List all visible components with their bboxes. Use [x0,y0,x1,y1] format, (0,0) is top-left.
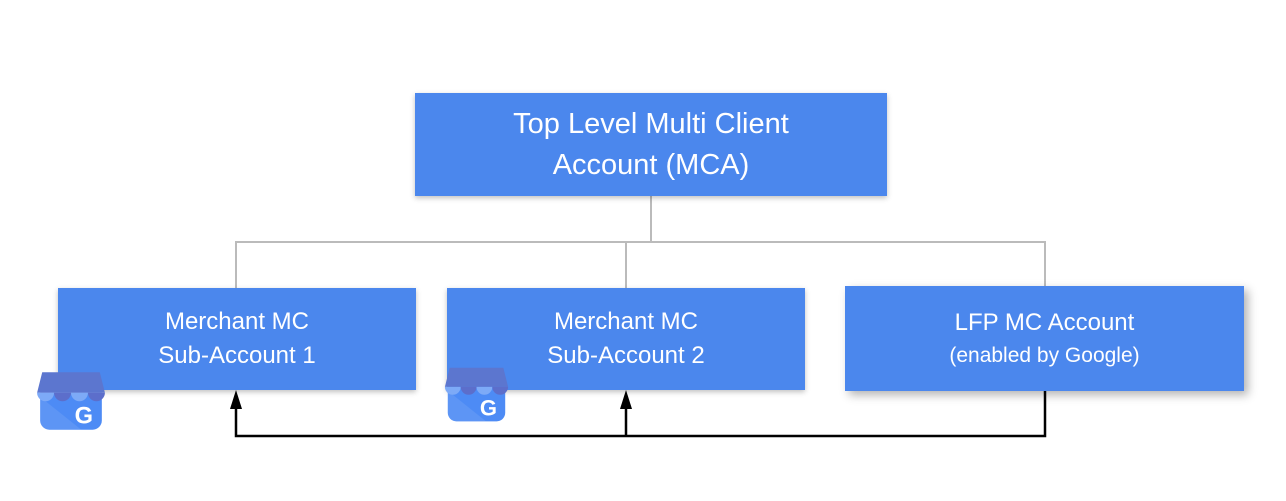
awning-scallop [71,392,88,402]
awning-scallop [460,386,477,395]
google-my-business-icon: G [37,372,105,430]
awning-scallop [492,386,509,395]
node-label-line: Account (MCA) [552,148,750,181]
storefront-body [40,392,102,430]
node-label-line: Top Level Multi Client [513,107,789,140]
node-top-level-mca: Top Level Multi Client Account (MCA) [415,93,887,196]
node-lfp-mc-account: LFP MC Account (enabled by Google) [845,286,1244,391]
awning-scallop [444,386,461,395]
node-label-line: Sub-Account 1 [158,342,316,369]
node-label-line: Merchant MC [164,308,310,335]
awning-scallop [476,386,493,395]
node-merchant-sub-account-2: Merchant MC Sub-Account 2 [447,288,805,390]
awning-scallop [87,392,105,402]
tree-connector-lines [235,196,1046,289]
node-label-line: LFP MC Account [954,308,1135,336]
node-label-line: (enabled by Google) [949,343,1140,367]
storefront-body [447,386,506,422]
google-g-letter: G [75,404,93,430]
node-merchant-sub-account-1: Merchant MC Sub-Account 1 [58,288,416,390]
arrow-connector-lines [234,391,1047,438]
arrowhead-to-sub-account-2 [620,390,632,409]
node-label-line: Sub-Account 2 [547,342,705,369]
awning-band [37,372,105,393]
awning-scallop [54,392,71,402]
awning-scallop [37,392,55,402]
arrowhead-to-sub-account-1 [230,390,242,409]
node-label-line: Merchant MC [553,308,699,335]
awning-band [444,367,509,387]
google-my-business-icon: G [444,367,509,422]
google-g-letter: G [480,396,497,421]
